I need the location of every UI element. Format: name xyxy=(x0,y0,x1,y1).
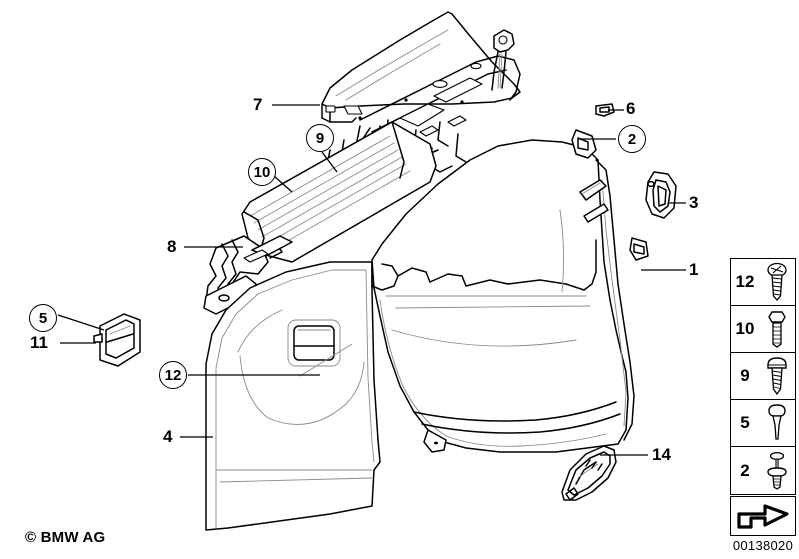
legend-row: 2 xyxy=(731,447,795,494)
legend-row: 12 xyxy=(731,259,795,306)
legend-row: 5 xyxy=(731,400,795,447)
copyright-notice: © BMW AG xyxy=(25,529,106,546)
callout-8[interactable]: 8 xyxy=(167,237,177,256)
part-1-right-quarter-trim-panel xyxy=(371,129,649,453)
callout-6[interactable]: 6 xyxy=(626,99,636,118)
part-3-elongated-clip xyxy=(645,171,677,219)
callout-3[interactable]: 3 xyxy=(689,193,699,212)
part-14-grab-handle xyxy=(561,445,617,501)
leader-line-5 xyxy=(57,314,105,331)
callout-12[interactable]: 12 xyxy=(159,361,187,389)
leader-line-9 xyxy=(321,151,338,173)
leader-line-10 xyxy=(273,175,293,193)
legend-item-number: 2 xyxy=(740,460,750,480)
callout-11[interactable]: 11 xyxy=(30,333,48,352)
legend-item-number: 5 xyxy=(740,413,750,432)
hardware-legend: 12 10 9 xyxy=(730,258,796,495)
part-4-left-quarter-trim-panel xyxy=(205,261,381,531)
callout-9[interactable]: 9 xyxy=(306,124,334,152)
hex-head-bolt-icon xyxy=(759,306,795,352)
part-4-access-recess xyxy=(287,319,341,367)
legend-item-number: 12 xyxy=(735,272,755,291)
callout-10[interactable]: 10 xyxy=(248,158,276,186)
callout-leader-lines xyxy=(57,104,686,456)
legend-item-number: 10 xyxy=(735,319,755,338)
callout-1[interactable]: 1 xyxy=(689,260,699,279)
legend-row: 10 xyxy=(731,306,795,353)
callout-14[interactable]: 14 xyxy=(652,445,671,464)
legend-row: 9 xyxy=(731,353,795,400)
flanged-head-self-tapping-screw-icon xyxy=(759,353,795,399)
part-5-11-trim-cap xyxy=(93,313,141,367)
callout-7[interactable]: 7 xyxy=(253,95,263,114)
direction-arrow-icon xyxy=(737,504,789,529)
part-2-clip xyxy=(595,103,615,117)
direction-arrow-cell xyxy=(730,496,796,536)
legend-item-number: 9 xyxy=(740,366,750,385)
push-pin-rivet-icon xyxy=(759,400,795,446)
callout-2[interactable]: 2 xyxy=(618,125,646,153)
expanding-clip-rivet-icon xyxy=(759,447,795,494)
part-9-sill-trim-ribbed xyxy=(241,121,437,263)
callout-5[interactable]: 5 xyxy=(29,304,57,332)
part-7-upper-trim-panel xyxy=(321,11,521,123)
diagram-part-number: 00138020 xyxy=(732,538,794,553)
callout-4[interactable]: 4 xyxy=(163,427,173,446)
pan-head-self-tapping-screw-icon xyxy=(759,259,795,305)
